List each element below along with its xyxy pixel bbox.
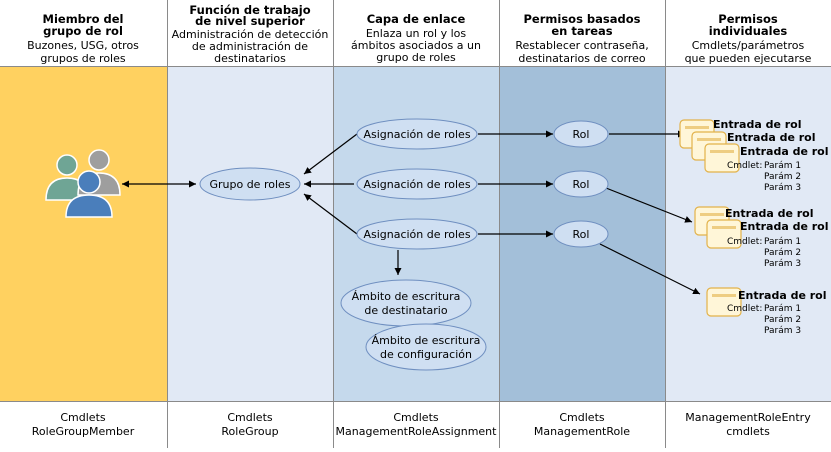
param-label: Parám 3 xyxy=(764,259,801,269)
role-node: Rol xyxy=(553,170,609,198)
column-header-1: Función de trabajo de nivel superior Adm… xyxy=(172,3,329,65)
column-title-line: en tareas xyxy=(551,24,612,38)
role-group-node: Grupo de roles xyxy=(199,167,301,201)
column-title-line: Función de trabajo xyxy=(189,3,310,17)
column-title-line: Permisos basados xyxy=(524,12,641,26)
column-title-line: individuales xyxy=(709,24,788,38)
column-4-band xyxy=(665,66,831,402)
column-footer-line: Cmdlets xyxy=(60,411,106,424)
column-subtitle-line: destinatarios de correo xyxy=(518,52,646,65)
role-entry-title: Entrada de rol xyxy=(740,220,829,233)
column-title-line: Miembro del xyxy=(43,12,124,26)
column-footer-line: ManagementRole xyxy=(534,425,630,438)
role-entry-title: Entrada de rol xyxy=(725,207,814,220)
role-assignment-label: Asignación de roles xyxy=(363,178,470,191)
scroll-icon xyxy=(706,287,742,317)
column-subtitle-line: que pueden ejecutarse xyxy=(685,52,812,65)
scope-label-line: Ámbito de escritura xyxy=(352,290,461,303)
column-title-line: Permisos xyxy=(718,12,778,26)
param-label: Parám 1 xyxy=(764,161,801,171)
column-subtitle-line: de administración de xyxy=(192,40,308,53)
connectors xyxy=(122,130,701,295)
role-label: Rol xyxy=(573,228,590,241)
role-assignment-label: Asignación de roles xyxy=(363,228,470,241)
param-label: Parám 3 xyxy=(764,326,801,336)
column-title-line: grupo de rol xyxy=(43,24,123,38)
role-entry-title: Entrada de rol xyxy=(740,145,829,158)
role-assignment-node: Asignación de roles xyxy=(356,168,478,200)
column-footer-line: Cmdlets xyxy=(227,411,273,424)
column-subtitle-line: Buzones, USG, otros xyxy=(27,39,139,52)
column-title-line: Capa de enlace xyxy=(367,12,466,26)
column-title-line: de nivel superior xyxy=(195,14,305,28)
scope-label-line: Ámbito de escritura xyxy=(372,334,481,347)
column-header-3: Permisos basados en tareas Restablecer c… xyxy=(515,12,648,65)
recipient-write-scope-node: Ámbito de escritura de destinatario xyxy=(340,279,472,327)
configuration-write-scope-node: Ámbito de escritura de configuración xyxy=(365,323,487,371)
column-footer-line: ManagementRoleAssignment xyxy=(336,425,498,438)
param-label: Parám 3 xyxy=(764,183,801,193)
column-header-4: Permisos individuales Cmdlets/parámetros… xyxy=(685,12,812,65)
column-subtitle-line: Cmdlets/parámetros xyxy=(692,39,805,52)
column-subtitle-line: Restablecer contraseña, xyxy=(515,39,648,52)
people-group-icon xyxy=(45,149,121,218)
role-assignment-node: Asignación de roles xyxy=(356,118,478,150)
column-footer-line: cmdlets xyxy=(726,425,770,438)
column-footer-line: RoleGroupMember xyxy=(32,425,135,438)
param-label: Parám 2 xyxy=(764,172,801,182)
person-icon xyxy=(65,170,113,218)
column-header-0: Miembro del grupo de rol Buzones, USG, o… xyxy=(27,12,139,65)
cmdlet-label: Cmdlet: xyxy=(727,161,762,171)
role-entry-title: Entrada de rol xyxy=(727,131,816,144)
cmdlet-label: Cmdlet: xyxy=(727,304,762,314)
scope-label-line: de destinatario xyxy=(364,304,447,317)
param-label: Parám 2 xyxy=(764,248,801,258)
arrow-assignment-to-role-group xyxy=(303,193,358,235)
arrow-assignment-to-role-group xyxy=(303,133,358,175)
role-label: Rol xyxy=(573,178,590,191)
column-subtitle-line: destinatarios xyxy=(214,52,286,65)
scroll-icon xyxy=(706,219,742,249)
role-entry-title: Entrada de rol xyxy=(713,118,802,131)
scroll-icon xyxy=(704,143,740,173)
column-footer-line: Cmdlets xyxy=(559,411,605,424)
role-label: Rol xyxy=(573,128,590,141)
cmdlet-label: Cmdlet: xyxy=(727,237,762,247)
column-subtitle-line: grupo de roles xyxy=(376,51,456,64)
role-node: Rol xyxy=(553,220,609,248)
column-footer-line: RoleGroup xyxy=(221,425,278,438)
role-entry-stack-3: Entrada de rol Cmdlet: Parám 1 Parám 2 P… xyxy=(706,287,827,336)
param-label: Parám 2 xyxy=(764,315,801,325)
scope-label-line: de configuración xyxy=(380,348,472,361)
column-footer-line: ManagementRoleEntry xyxy=(685,411,811,424)
arrow-role-to-entries xyxy=(605,187,693,223)
role-node: Rol xyxy=(553,120,609,148)
column-footers: Cmdlets RoleGroupMember Cmdlets RoleGrou… xyxy=(32,411,811,438)
column-subtitle-line: Administración de detección xyxy=(172,28,329,41)
role-assignment-node: Asignación de roles xyxy=(356,218,478,250)
param-label: Parám 1 xyxy=(764,237,801,247)
column-footer-line: Cmdlets xyxy=(393,411,439,424)
column-subtitle-line: Enlaza un rol y los xyxy=(366,27,467,40)
column-0-band xyxy=(0,66,167,402)
param-label: Parám 1 xyxy=(764,304,801,314)
role-entry-title: Entrada de rol xyxy=(738,289,827,302)
role-assignment-label: Asignación de roles xyxy=(363,128,470,141)
role-entry-stack-2: Entrada de rol Entrada de rol Cmdlet: Pa… xyxy=(694,206,829,269)
column-subtitle-line: grupos de roles xyxy=(40,52,125,65)
column-1-band xyxy=(167,66,333,402)
role-group-label: Grupo de roles xyxy=(209,178,290,191)
arrow-role-to-entries xyxy=(599,243,701,295)
column-header-2: Capa de enlace Enlaza un rol y los ámbit… xyxy=(351,12,481,64)
role-entry-stack-1: Entrada de rol Entrada de rol Entrada de… xyxy=(679,118,829,193)
column-subtitle-line: ámbitos asociados a un xyxy=(351,39,481,52)
